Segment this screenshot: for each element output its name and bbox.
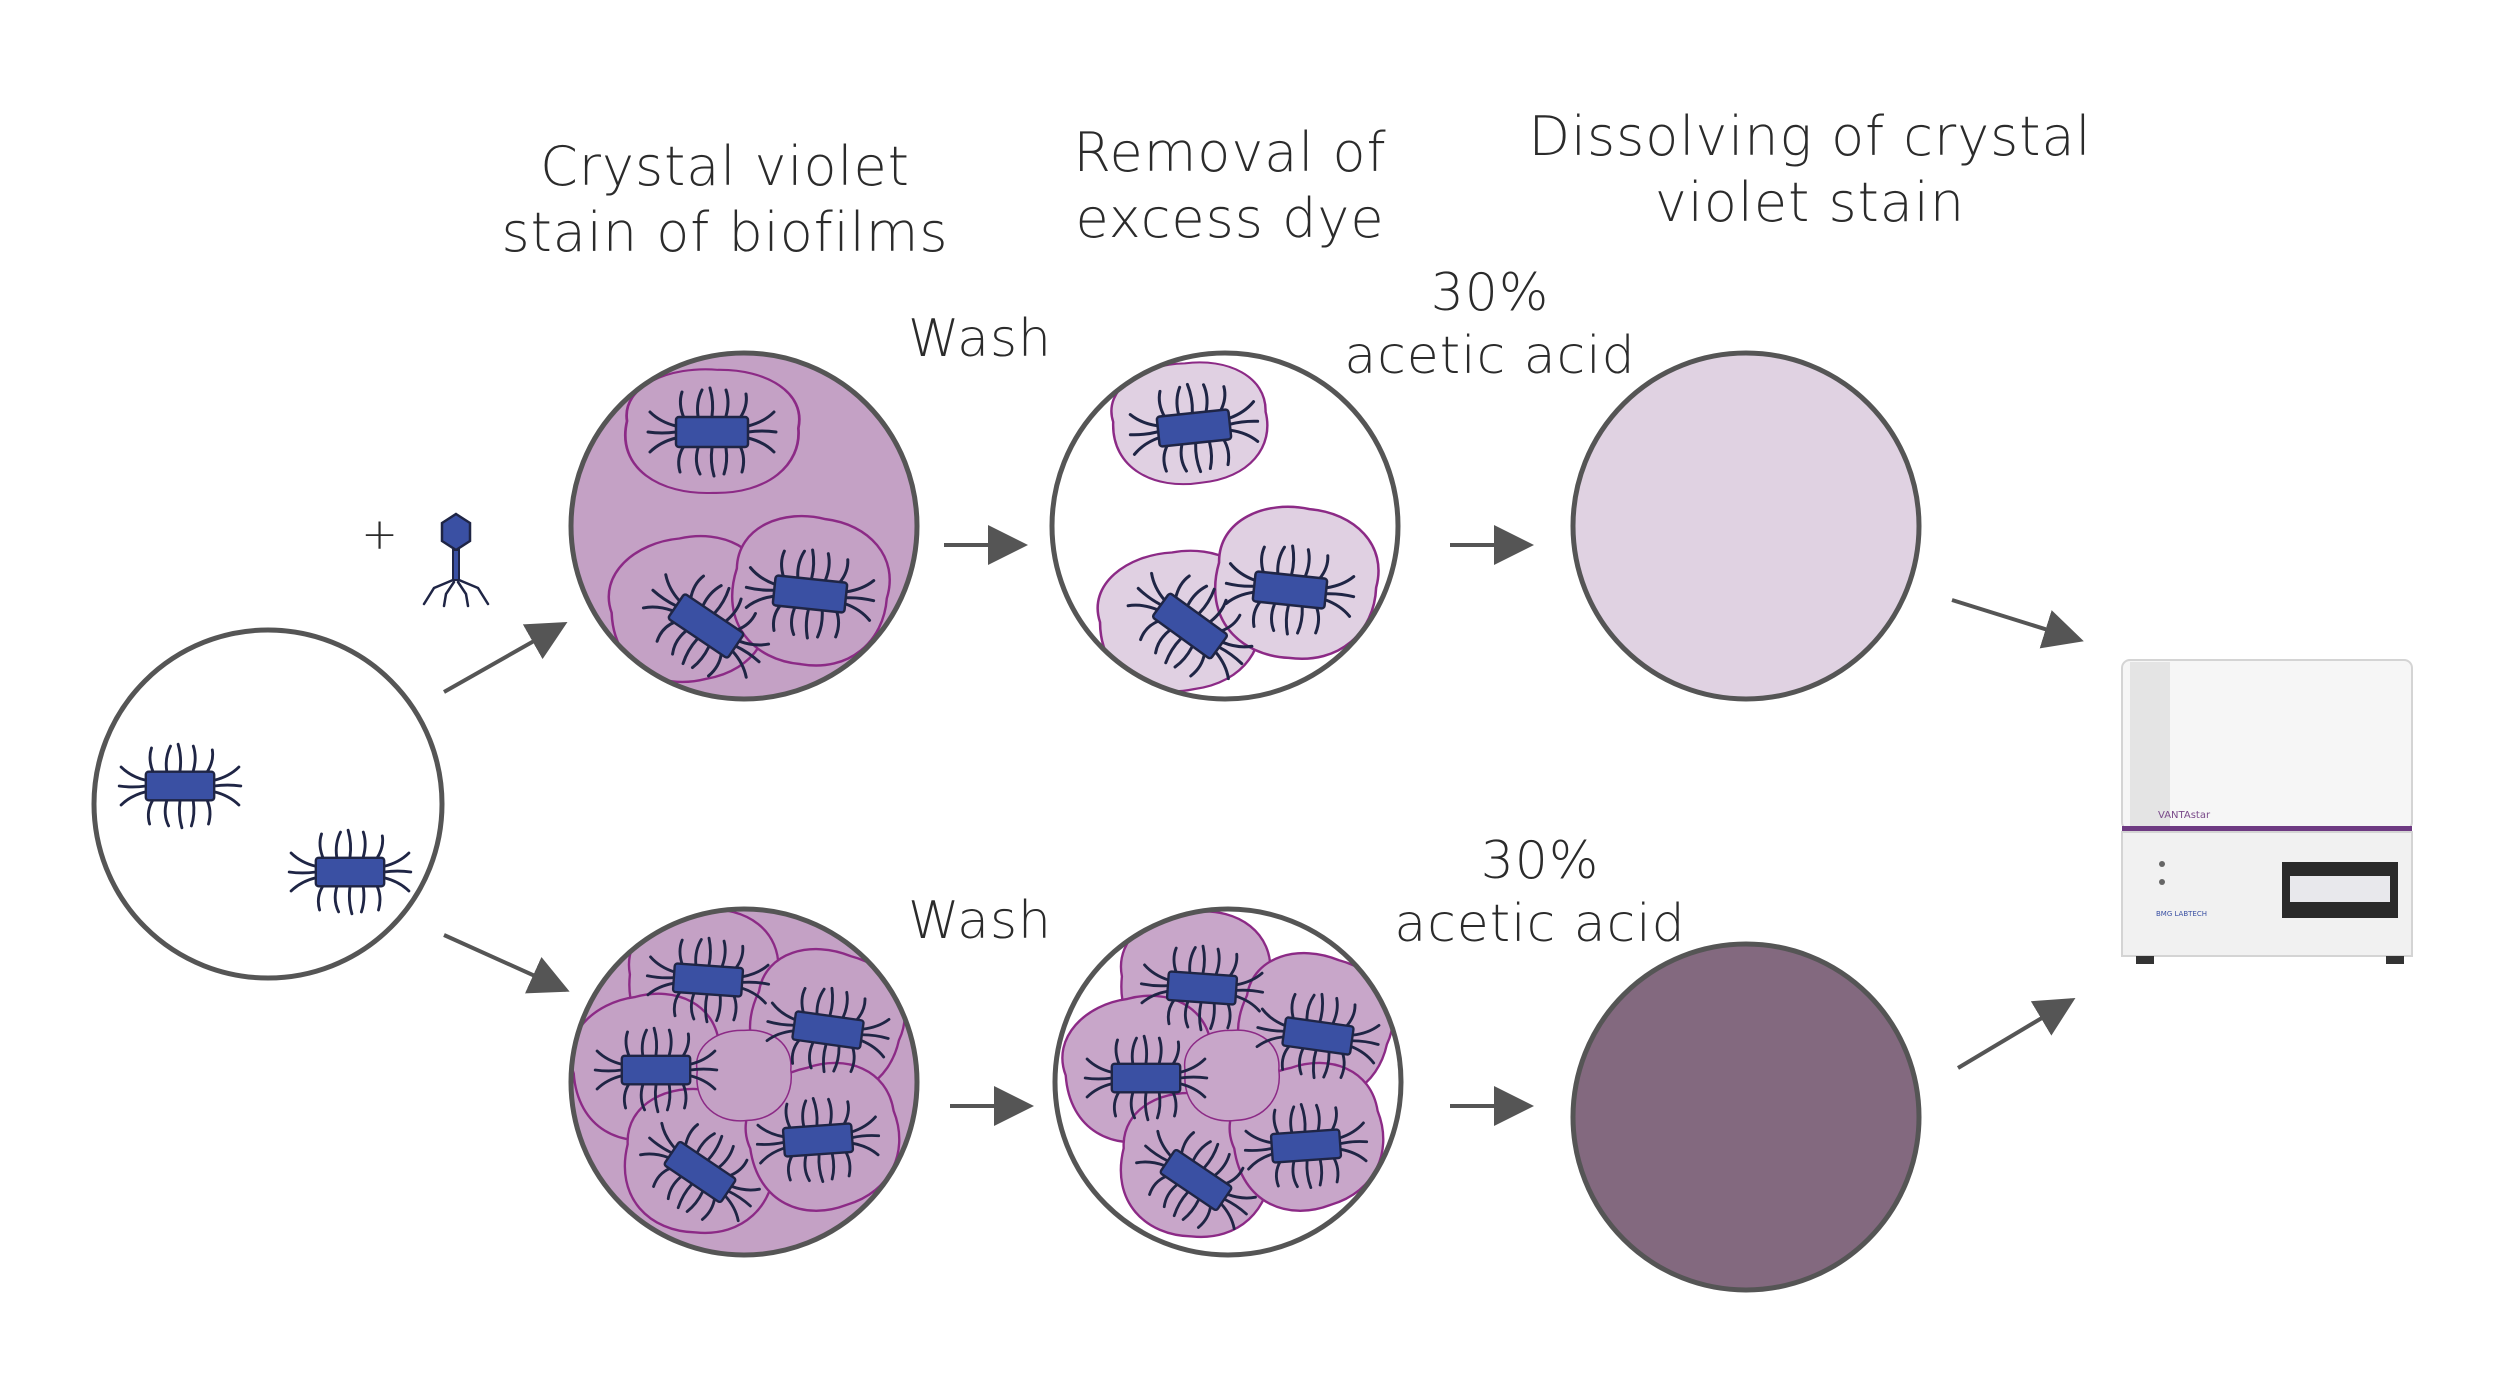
- acid-name: acetic acid: [1394, 894, 1686, 955]
- washed-biofilm-well-control: [1052, 906, 1404, 1258]
- heading-removal-excess-dye: Removal of excess dye: [1020, 120, 1440, 252]
- arrow-icon: [1951, 598, 2084, 649]
- acid-percent: 30%: [1480, 831, 1600, 891]
- wash-label-bottom: Wash: [907, 891, 1052, 951]
- acid-name: acetic acid: [1344, 326, 1636, 387]
- arrow-icon: [443, 622, 568, 694]
- heading-line: Dissolving of crystal: [1528, 105, 2092, 168]
- dissolved-stain-light-well: [1570, 350, 1922, 702]
- stained-biofilm-well-control: [568, 906, 920, 1258]
- acetic-acid-label-bottom: 30% acetic acid: [1390, 830, 1690, 957]
- arrow-icon: [443, 933, 570, 994]
- acid-percent: 30%: [1430, 263, 1550, 323]
- instrument-brand-label: VANTAstar: [2158, 810, 2211, 821]
- instrument-maker-label: BMG LABTECH: [2156, 910, 2207, 918]
- plate-reader-instrument: [2121, 659, 2413, 964]
- dissolved-stain-dark-well: [1570, 941, 1922, 1293]
- washed-biofilm-well-phage: [1049, 350, 1401, 702]
- arrow-icon: [1956, 997, 2076, 1070]
- heading-crystal-violet-stain: Crystal violet stain of biofilms: [480, 134, 970, 266]
- plus-sign: +: [361, 509, 399, 560]
- heading-line: violet stain: [1654, 170, 1966, 234]
- heading-line: stain of biofilms: [501, 200, 949, 264]
- heading-line: Removal of: [1073, 121, 1387, 184]
- heading-line: excess dye: [1075, 186, 1385, 250]
- initial-culture-well: [91, 627, 445, 981]
- heading-line: Crystal violet: [540, 135, 910, 198]
- acetic-acid-label-top: 30% acetic acid: [1340, 262, 1640, 389]
- wash-label-top: Wash: [907, 309, 1052, 369]
- phage-icon: [422, 512, 490, 608]
- heading-dissolving-stain: Dissolving of crystal violet stain: [1500, 104, 2120, 236]
- stained-biofilm-well-phage: [568, 350, 920, 702]
